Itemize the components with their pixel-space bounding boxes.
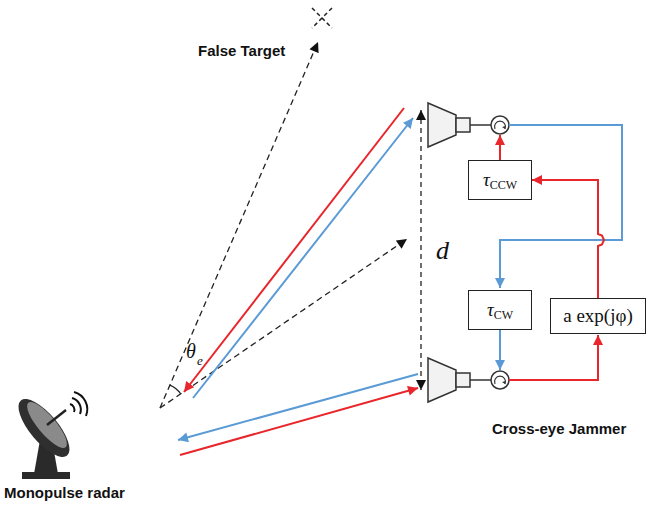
radar-base bbox=[22, 472, 70, 479]
ccw-ray bbox=[184, 108, 404, 392]
radar-wave bbox=[70, 404, 74, 412]
radar-wave bbox=[74, 392, 87, 416]
circulator-arrowhead bbox=[502, 381, 506, 384]
jammer-label: Cross-eye Jammer bbox=[492, 420, 626, 437]
horn-flare bbox=[428, 103, 456, 147]
ccw-ray bbox=[180, 388, 418, 455]
circulator-body bbox=[491, 371, 509, 389]
horn-antenna bbox=[428, 358, 491, 402]
dish-face bbox=[21, 397, 72, 453]
cw-ray bbox=[178, 374, 418, 440]
false-target-cross bbox=[312, 8, 332, 28]
horn-flare bbox=[428, 358, 456, 402]
radar-dish bbox=[10, 391, 87, 479]
angle-arc bbox=[170, 385, 181, 394]
false-target-cross bbox=[312, 8, 332, 28]
ccw-path bbox=[499, 135, 501, 160]
feedback-connector bbox=[532, 180, 604, 298]
baseline-arrow bbox=[420, 110, 421, 390]
horn-feed bbox=[456, 118, 470, 132]
edge-layer bbox=[532, 180, 604, 298]
box-symbol: a exp(jφ) bbox=[563, 305, 633, 327]
delay-box: τCCW bbox=[468, 160, 532, 200]
ccw-path bbox=[509, 335, 598, 380]
circulator-body bbox=[491, 116, 509, 134]
modulator-box: a exp(jφ) bbox=[550, 298, 646, 334]
box-subscript: CCW bbox=[490, 178, 517, 193]
target-label: False Target bbox=[196, 42, 287, 59]
radar-label: Monopulse radar bbox=[4, 484, 125, 501]
feed-line bbox=[470, 124, 491, 126]
dish-back bbox=[10, 391, 78, 464]
radar-wave bbox=[72, 398, 81, 414]
delay-box: τCW bbox=[468, 290, 532, 330]
radar-feed bbox=[47, 410, 66, 425]
angle-symbol: θ bbox=[186, 340, 196, 363]
circulator-symbol bbox=[491, 371, 509, 389]
cw-ray bbox=[193, 118, 413, 398]
angle-subscript: e bbox=[197, 353, 203, 369]
feed-line bbox=[470, 379, 491, 381]
cw-path bbox=[500, 125, 622, 288]
cw-path bbox=[499, 330, 501, 370]
box-symbol: τ bbox=[483, 169, 490, 191]
box-symbol: τ bbox=[487, 299, 494, 321]
horn-feed bbox=[456, 373, 470, 387]
horn-antenna bbox=[428, 103, 491, 147]
circulator-arrow bbox=[495, 121, 506, 129]
circulator-arrowhead bbox=[502, 126, 506, 129]
baseline-label: d bbox=[436, 236, 449, 266]
circulator-arrow bbox=[495, 376, 506, 384]
circulator-symbol bbox=[491, 116, 509, 134]
false-target-bearing bbox=[160, 42, 318, 408]
box-subscript: CW bbox=[494, 308, 513, 323]
